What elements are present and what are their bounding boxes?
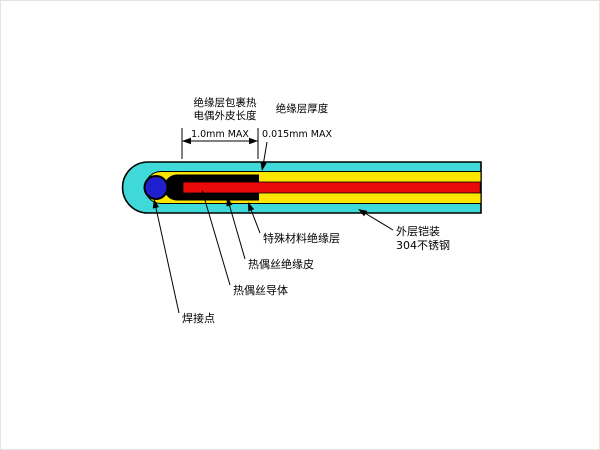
weld-point-callout: 焊接点 [152, 199, 215, 325]
conductor-wire [182, 181, 481, 194]
dimension-arrow-left [182, 137, 191, 145]
special-insulation-arrow [248, 202, 255, 212]
weld-point-leader [154, 203, 180, 314]
special-insulation-callout: 特殊材料绝缘层 [248, 202, 340, 245]
thickness-leader-arrow [260, 161, 267, 171]
wire-insulation-leader [228, 201, 246, 260]
wire-insulation-arrow [226, 197, 233, 207]
wire-insulation-label: 热偶丝绝缘皮 [248, 257, 314, 271]
dimension-arrow-right [249, 137, 258, 145]
wrap-length-label-line1: 绝缘层包裹热 [194, 96, 257, 109]
wrap-length-value: 1.0mm MAX [191, 129, 249, 140]
thickness-value: 0.015mm MAX [262, 129, 332, 140]
wire-insulation-callout: 热偶丝绝缘皮 [226, 197, 314, 271]
outer-sheath-leader [361, 210, 394, 231]
wire-conductor-leader [202, 194, 231, 286]
outer-sheath-label-line2: 304不锈钢 [396, 239, 450, 252]
wire-conductor-callout: 热偶丝导体 [201, 190, 288, 297]
wire-conductor-label: 热偶丝导体 [233, 283, 288, 297]
wrap-length-dimension: 绝缘层包裹热 电偶外皮长度 1.0mm MAX [181, 96, 259, 159]
wire-conductor-arrow [201, 190, 208, 200]
weld-point-dot [143, 175, 169, 200]
outer-sheath-arrow [358, 209, 368, 217]
outer-sheath-label-line1: 外层铠装 [396, 224, 440, 238]
weld-point-arrow [152, 199, 160, 209]
thickness-label: 绝缘层厚度 [276, 102, 329, 115]
thickness-callout: 绝缘层厚度 0.015mm MAX [260, 102, 332, 171]
special-insulation-label: 特殊材料绝缘层 [263, 231, 340, 245]
outer-sheath-callout: 外层铠装 304不锈钢 [358, 209, 450, 252]
weld-point-label: 焊接点 [182, 311, 215, 325]
wrap-length-label-line2: 电偶外皮长度 [194, 109, 257, 122]
